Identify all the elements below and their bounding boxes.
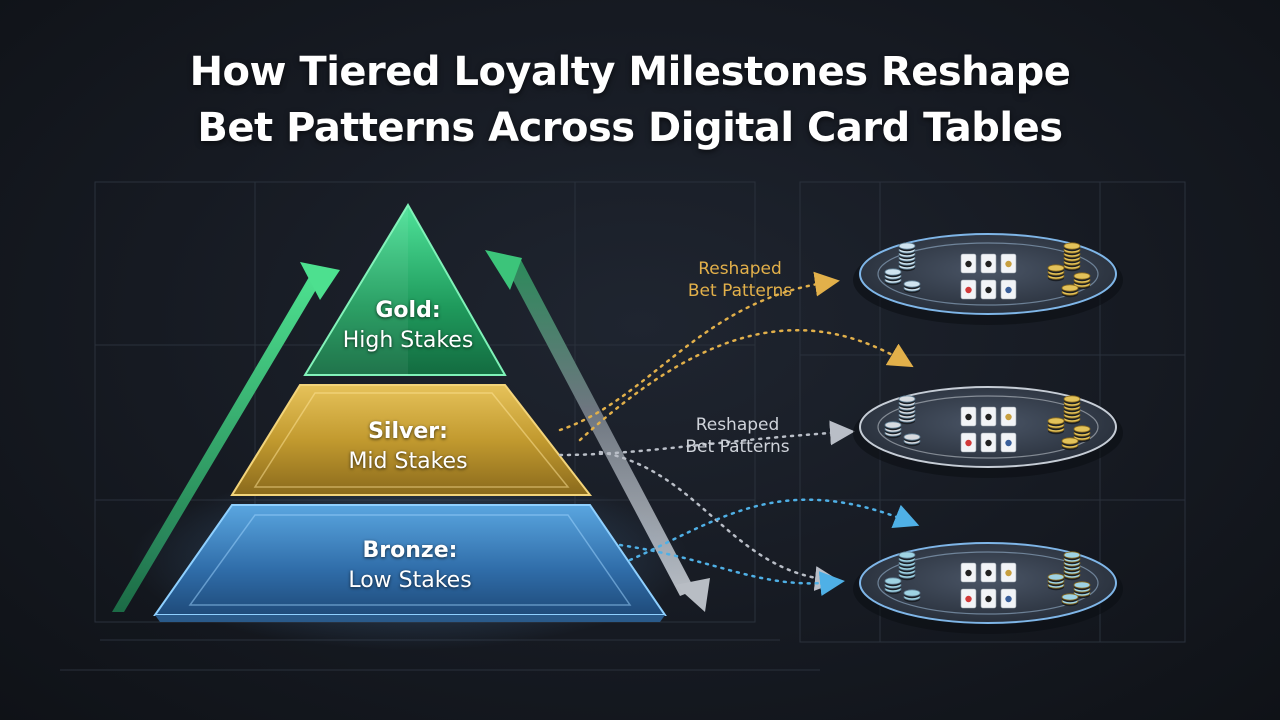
- chip-stack-icon: [1063, 395, 1081, 425]
- playing-card-icon: [960, 406, 977, 427]
- chip-stack-icon: [903, 280, 921, 294]
- tier-silver-name: Silver:: [368, 419, 448, 444]
- chip-stack-icon: [903, 589, 921, 603]
- flow-label-upper-line1: Reshaped: [698, 259, 782, 279]
- flow-bronze-to-bottom-table: [618, 498, 920, 597]
- playing-card-icon: [1000, 562, 1017, 583]
- flow-gold-to-top-table: [558, 271, 914, 442]
- playing-card-icon: [1000, 406, 1017, 427]
- chip-stack-icon: [884, 421, 902, 439]
- playing-card-icon: [980, 279, 997, 300]
- playing-card-icon: [1000, 253, 1017, 274]
- chip-stack-icon: [1063, 242, 1081, 272]
- chip-stack-icon: [898, 551, 916, 581]
- playing-card-icon: [960, 253, 977, 274]
- playing-card-icon: [1000, 279, 1017, 300]
- tier-silver-stakes: Mid Stakes: [348, 449, 468, 474]
- chip-stack-icon: [1063, 551, 1081, 581]
- playing-card-icon: [1000, 432, 1017, 453]
- flow-label-lower-line1: Reshaped: [695, 415, 780, 435]
- poker-table-middle: [853, 386, 1123, 478]
- tier-bronze-stakes: Low Stakes: [348, 568, 472, 593]
- chip-stack-icon: [1047, 417, 1065, 435]
- table-decorations: [884, 242, 1091, 609]
- flow-label-lower-line2: Bet Patterns: [685, 437, 790, 457]
- tier-silver-label: Silver: Mid Stakes: [318, 417, 498, 477]
- chip-stack-icon: [884, 268, 902, 286]
- chip-stack-icon: [1061, 437, 1079, 451]
- tier-gold-name: Gold:: [375, 298, 441, 323]
- chip-stack-icon: [1047, 573, 1065, 591]
- chip-stack-icon: [898, 395, 916, 425]
- flow-label-upper: Reshaped Bet Patterns: [660, 258, 820, 302]
- playing-card-icon: [1000, 588, 1017, 609]
- tier-bronze-label: Bronze: Low Stakes: [310, 536, 510, 596]
- playing-card-icon: [960, 562, 977, 583]
- chip-stack-icon: [1061, 593, 1079, 607]
- chip-stack-icon: [1073, 425, 1091, 443]
- flow-label-lower: Reshaped Bet Patterns: [655, 414, 820, 458]
- chip-stack-icon: [884, 577, 902, 595]
- playing-card-icon: [980, 406, 997, 427]
- playing-card-icon: [980, 588, 997, 609]
- flow-silver-to-middle-table: [558, 420, 855, 591]
- playing-card-icon: [960, 588, 977, 609]
- tier-gold-block: [303, 203, 507, 376]
- tier-bronze-block: [130, 470, 690, 650]
- page-title: How Tiered Loyalty Milestones Reshape Be…: [0, 44, 1260, 156]
- playing-card-icon: [980, 432, 997, 453]
- tier-gold-label: Gold: High Stakes: [318, 296, 498, 356]
- flow-label-upper-line2: Bet Patterns: [687, 281, 793, 301]
- chip-stack-icon: [1061, 284, 1079, 298]
- title-line-2: Bet Patterns Across Digital Card Tables: [197, 105, 1063, 151]
- playing-card-icon: [980, 562, 997, 583]
- tier-silver-block: [230, 384, 593, 496]
- playing-card-icon: [960, 432, 977, 453]
- chip-stack-icon: [898, 242, 916, 272]
- tier-bronze-name: Bronze:: [362, 538, 458, 563]
- chip-stack-icon: [1047, 264, 1065, 282]
- stakes-down-arrow: [485, 250, 710, 612]
- chip-stack-icon: [903, 433, 921, 447]
- playing-card-icon: [960, 279, 977, 300]
- title-line-1: How Tiered Loyalty Milestones Reshape: [189, 49, 1071, 95]
- playing-card-icon: [980, 253, 997, 274]
- tier-gold-stakes: High Stakes: [342, 328, 474, 353]
